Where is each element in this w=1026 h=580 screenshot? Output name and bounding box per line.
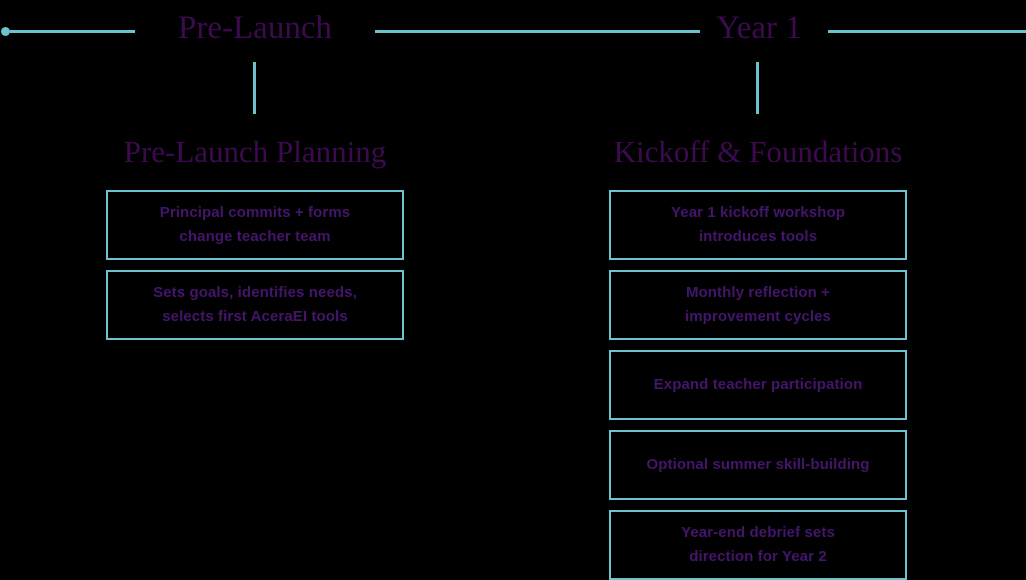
phase-column-kickoff-and-foundations: Kickoff & Foundations Year 1 kickoff wor… xyxy=(598,130,918,580)
phase-title-kickoff-and-foundations: Kickoff & Foundations xyxy=(613,134,903,169)
phase-column-pre-launch-planning: Pre-Launch Planning Principal commits + … xyxy=(95,130,415,340)
milestone-card-text: Monthly reflection + improvement cycles xyxy=(684,284,832,325)
milestone-card-text: Optional summer skill-building xyxy=(646,456,870,473)
timeline-start-dot xyxy=(1,27,10,36)
milestone-card[interactable]: Monthly reflection + improvement cycles xyxy=(609,270,907,340)
milestone-list-kickoff-and-foundations: Year 1 kickoff workshop introduces tools… xyxy=(598,190,918,580)
milestone-card-text: Expand teacher participation xyxy=(653,376,863,393)
milestone-card-text: Year-end debrief sets direction for Year… xyxy=(681,524,835,565)
axis-segment-middle xyxy=(375,30,700,33)
era-label-year-1: Year 1 xyxy=(716,10,802,46)
milestone-card[interactable]: Sets goals, identifies needs, selects fi… xyxy=(106,270,404,340)
timeline-axis: Pre-Launch Year 1 xyxy=(0,0,1026,62)
era-label-pre-launch: Pre-Launch xyxy=(178,10,332,46)
milestone-card[interactable]: Year-end debrief sets direction for Year… xyxy=(609,510,907,580)
milestone-card-text: Principal commits + forms change teacher… xyxy=(159,204,351,245)
axis-segment-left xyxy=(10,30,135,33)
connector-line-year-1 xyxy=(756,62,759,114)
phase-title-pre-launch-planning: Pre-Launch Planning xyxy=(123,134,387,169)
milestone-card[interactable]: Optional summer skill-building xyxy=(609,430,907,500)
milestone-card-text: Year 1 kickoff workshop introduces tools xyxy=(670,204,846,245)
milestone-card-text: Sets goals, identifies needs, selects fi… xyxy=(153,284,357,325)
axis-segment-right xyxy=(828,30,1026,33)
connector-line-pre-launch xyxy=(253,62,256,114)
milestone-card[interactable]: Expand teacher participation xyxy=(609,350,907,420)
milestone-list-pre-launch-planning: Principal commits + forms change teacher… xyxy=(95,190,415,340)
milestone-card[interactable]: Principal commits + forms change teacher… xyxy=(106,190,404,260)
milestone-card[interactable]: Year 1 kickoff workshop introduces tools xyxy=(609,190,907,260)
